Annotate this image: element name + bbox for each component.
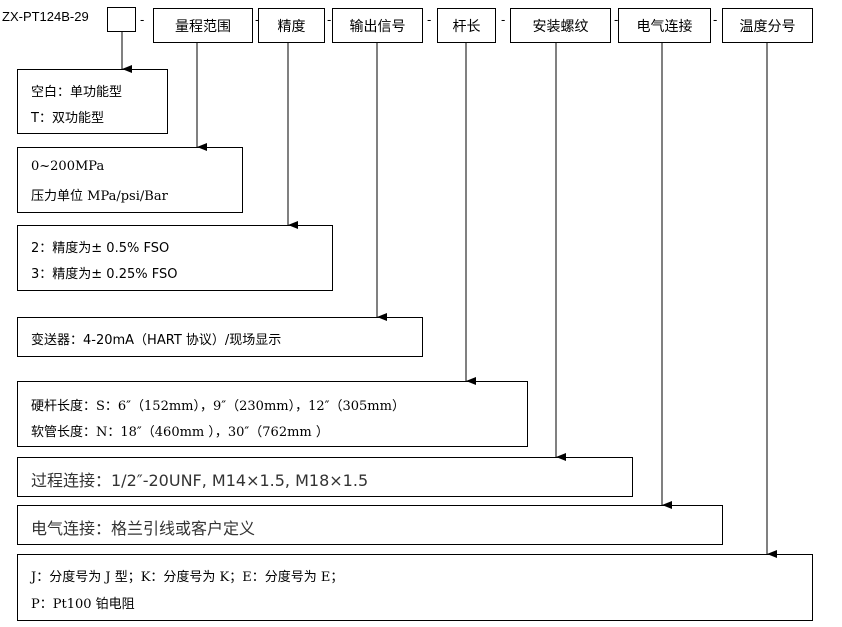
electrical-options-box: 电气连接：格兰引线或客户定义 [17,505,723,545]
separator: - [614,12,619,27]
range-option: 压力单位 MPa/psi/Bar [31,189,168,204]
output-option: 变送器：4-20mA（HART 协议）/现场显示 [31,333,282,348]
thread-options-box: 过程连接：1/2″-20UNF, M14×1.5, M18×1.5 [17,457,633,497]
separator: - [713,12,718,27]
header-electrical: 电气连接 [618,8,711,43]
function-option: 空白：单功能型 [31,85,123,100]
header-thread: 安装螺纹 [510,8,611,43]
header-range: 量程范围 [153,8,253,43]
range-options-box: 0~200MPa 压力单位 MPa/psi/Bar [17,147,243,213]
header-rod-length: 杆长 [437,8,496,43]
function-code-slot [107,7,136,32]
temperature-options-box: J：分度号为 J 型；K：分度号为 K；E：分度号为 E； P：Pt100 铂电… [17,554,813,621]
electrical-option: 电气连接：格兰引线或客户定义 [31,519,256,538]
accuracy-options-box: 2：精度为± 0.5% FSO 3：精度为± 0.25% FSO [17,225,333,291]
thread-option: 过程连接：1/2″-20UNF, M14×1.5, M18×1.5 [31,471,369,490]
rod-option: 软管长度：N：18″（460mm ），30″（762mm ） [31,425,329,440]
temperature-option: J：分度号为 J 型；K：分度号为 K；E：分度号为 E； [31,570,344,585]
temperature-option: P：Pt100 铂电阻 [31,597,135,612]
rod-option: 硬杆长度：S：6″（152mm），9″（230mm），12″（305mm） [31,399,405,414]
function-options-box: 空白：单功能型 T：双功能型 [17,69,168,134]
separator: - [427,12,432,27]
accuracy-option: 2：精度为± 0.5% FSO [31,241,170,256]
model-prefix: ZX-PT124B-29 [2,9,89,24]
output-options-box: 变送器：4-20mA（HART 协议）/现场显示 [17,317,423,357]
range-option: 0~200MPa [31,159,105,174]
accuracy-option: 3：精度为± 0.25% FSO [31,267,178,282]
separator: - [255,12,260,27]
function-option: T：双功能型 [31,111,104,126]
header-temperature: 温度分号 [722,8,813,43]
rod-options-box: 硬杆长度：S：6″（152mm），9″（230mm），12″（305mm） 软管… [17,381,528,447]
separator: - [501,12,506,27]
separator: - [140,12,145,27]
header-output: 输出信号 [332,8,423,43]
header-accuracy: 精度 [258,8,325,43]
separator: - [327,12,332,27]
